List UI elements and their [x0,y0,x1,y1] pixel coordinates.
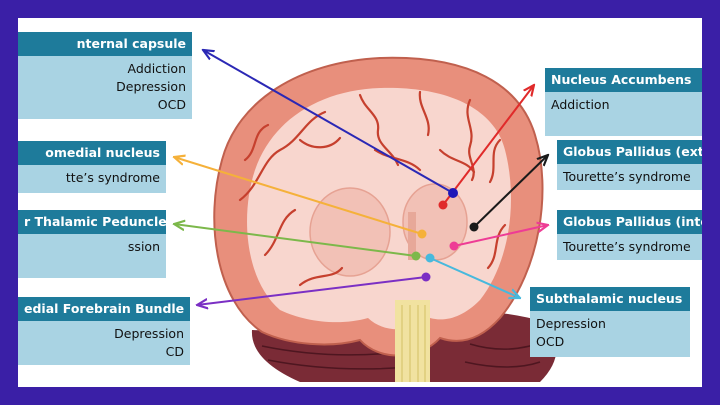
dot-globus-pallidus-internus [449,241,459,251]
box-nucleus-accumbens: Nucleus Accumbens Addiction [545,68,702,136]
box-items: Depression OCD [530,311,690,351]
dot-internal-capsule [448,188,458,198]
box-items: Depression CD [18,321,190,361]
connector-lines [174,50,548,305]
line-centromedial [174,157,423,235]
box-medial-forebrain-bundle: edial Forebrain Bundle Depression CD [18,297,190,365]
line-medial-forebrain-bundle [197,276,427,305]
box-item: Addiction [127,61,187,76]
deep-structures [309,183,468,382]
box-item: tte’s syndrome [65,170,160,185]
box-centromedial-nucleus: omedial nucleus tte’s syndrome [18,141,166,193]
box-title: r Thalamic Peduncle [18,210,166,234]
box-item: Tourette’s syndrome [563,239,691,254]
box-items: Tourette’s syndrome [557,234,702,256]
box-title: edial Forebrain Bundle [18,297,190,321]
box-items: ssion [18,234,166,256]
box-title: Subthalamic nucleus [530,287,690,311]
slide-canvas: nternal capsule Addiction Depression OCD… [18,18,702,387]
box-item: Addiction [551,97,610,112]
dot-globus-pallidus-externus [469,222,479,232]
box-title: nternal capsule [18,32,192,56]
box-item: OCD [536,334,565,349]
box-subthalamic-nucleus: Subthalamic nucleus Depression OCD [530,287,690,357]
line-inferior-thalamic-peduncle [174,224,417,257]
box-item: Depression [536,316,606,331]
box-globus-pallidus-internus: Globus Pallidus (inter Tourette’s syndro… [557,210,702,260]
brain-diagram [18,18,557,382]
box-items: Addiction [545,92,702,114]
dot-subthalamic-nucleus [425,253,435,263]
box-items: Addiction Depression OCD [18,56,192,114]
line-globus-pallidus-internus [453,225,548,247]
box-internal-capsule: nternal capsule Addiction Depression OCD [18,32,192,119]
line-nucleus-accumbens [442,85,534,206]
box-inferior-thalamic-peduncle: r Thalamic Peduncle ssion [18,210,166,278]
box-title: Globus Pallidus (exte [557,140,702,164]
box-item: CD [165,344,184,359]
blood-vessels [238,90,507,287]
box-items: tte’s syndrome [18,165,166,187]
line-internal-capsule [203,50,454,194]
box-items: Tourette’s syndrome [557,164,702,186]
box-title: Nucleus Accumbens [545,68,702,92]
box-globus-pallidus-externus: Globus Pallidus (exte Tourette’s syndrom… [557,140,702,190]
box-item: Depression [114,326,184,341]
target-dots [411,188,479,282]
dot-medial-forebrain-bundle [421,272,431,282]
dot-nucleus-accumbens [438,200,448,210]
dot-centromedial [417,229,427,239]
box-item: Depression [116,79,186,94]
box-title: Globus Pallidus (inter [557,210,702,234]
box-item: Tourette’s syndrome [563,169,691,184]
line-subthalamic-nucleus [429,257,520,298]
line-globus-pallidus-externus [473,155,548,228]
box-title: omedial nucleus [18,141,166,165]
dot-inferior-thalamic-peduncle [411,251,421,261]
box-item: ssion [127,239,160,254]
box-item: OCD [157,97,186,112]
